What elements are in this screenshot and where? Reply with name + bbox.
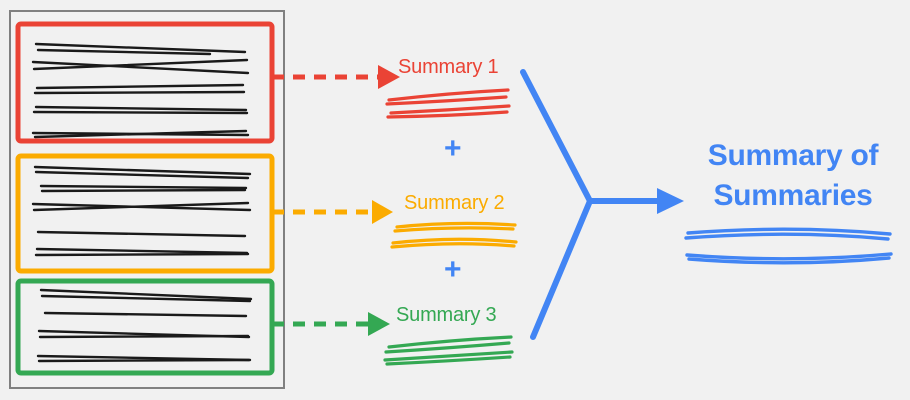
summary-2-label: Summary 2 [404,192,505,214]
document-card-2-text-lines [31,165,252,257]
arrow-doc1-to-summary1 [272,65,400,89]
summary-3-underlines [383,335,514,366]
plus-operator-1: + [444,132,462,165]
arrow-doc1-head [378,65,400,89]
final-output-line2: Summaries [713,179,873,212]
document-card-3[interactable] [15,278,275,376]
document-card-3-text-lines [36,288,253,363]
arrow-doc2-to-summary2 [272,200,393,224]
summary-1-label: Summary 1 [398,56,499,78]
summary-1-underlines [385,88,511,119]
document-card-1[interactable] [15,21,275,144]
arrow-doc2-head [372,200,393,224]
summary-3-label: Summary 3 [396,304,497,326]
document-card-1-border [15,21,275,144]
final-output-line1: Summary of [707,139,879,172]
arrow-doc3-head [368,312,390,336]
summary-2-underlines [390,221,518,249]
arrow-doc3-to-summary3 [272,312,390,336]
merge-branch-bottom [530,198,593,340]
merge-arrow-head [657,188,684,214]
merge-branch-top [520,69,593,204]
merge-arrow [520,69,663,340]
document-card-3-border [15,278,275,376]
source-documents-panel-border [9,10,285,389]
document-card-1-text-lines [31,42,250,139]
final-output-underlines [684,227,893,265]
plus-operator-2: + [444,253,462,286]
